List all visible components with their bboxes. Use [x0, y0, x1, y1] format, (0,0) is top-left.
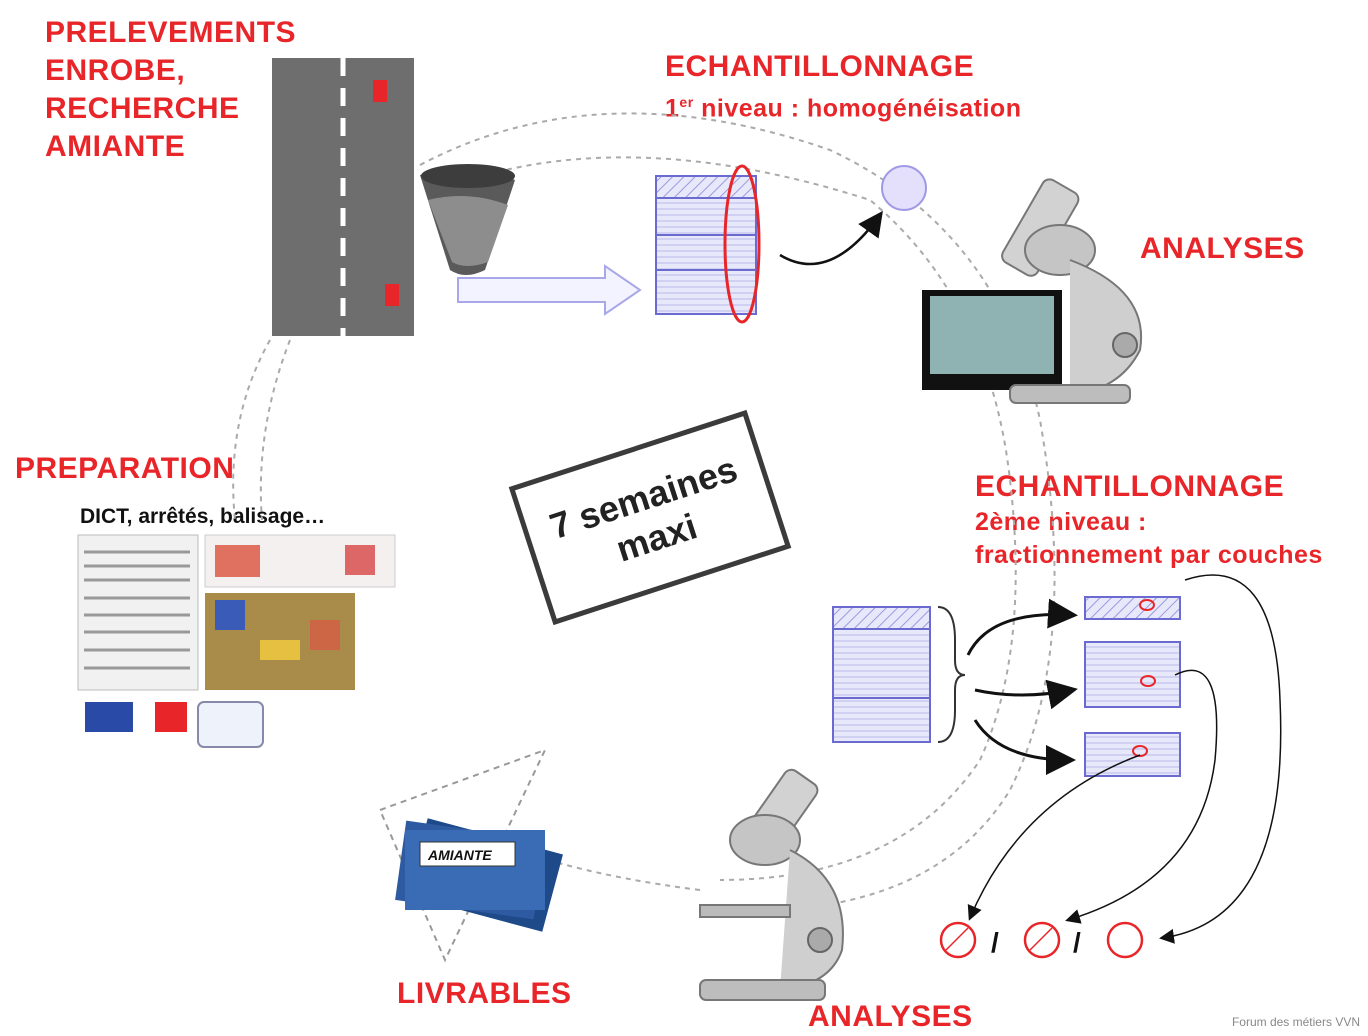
preparation-caption: DICT, arrêtés, balisage… — [80, 505, 326, 528]
fraction-top — [1084, 596, 1181, 620]
label-prelevements: PRELEVEMENTS ENROBE, RECHERCHE AMIANTE — [45, 16, 297, 163]
fraction-arrows — [966, 598, 1078, 775]
fraction-bottom — [1084, 732, 1181, 777]
hollow-arrow — [457, 264, 642, 316]
core-sample-image — [420, 164, 515, 275]
homogenized-sample — [881, 165, 927, 211]
sample-circle-hatching — [945, 927, 1053, 951]
microscope-top-image — [922, 178, 1143, 404]
core-sample-marker-bottom — [385, 284, 399, 306]
label-analyses-bottom: ANALYSES — [808, 1000, 973, 1033]
layer-fractions — [1084, 596, 1181, 777]
sample-circle-1 — [939, 921, 977, 959]
label-preparation: PREPARATION — [15, 452, 235, 485]
cycle-dashed-path — [232, 112, 1056, 912]
separator-2: / — [1073, 927, 1081, 958]
report-cover-label: AMIANTE — [427, 847, 492, 863]
core-sample-marker-top — [373, 80, 387, 102]
road-image — [272, 58, 414, 336]
sample-circles — [939, 921, 1144, 959]
label-livrables: LIVRABLES — [397, 977, 572, 1010]
fraction-middle — [1084, 641, 1181, 708]
sample-circle-3 — [1106, 921, 1144, 959]
layered-sample-2 — [832, 606, 966, 743]
arrow-to-homogenized — [779, 210, 883, 266]
analysis-arrows — [967, 574, 1282, 944]
preparation-documents — [77, 534, 396, 748]
layered-sample-1 — [655, 164, 761, 324]
sample-circle-2 — [1023, 921, 1061, 959]
label-echantillonnage-1: ECHANTILLONNAGE 1er niveau : homogénéisa… — [665, 48, 1021, 125]
reports-image: AMIANTE — [378, 748, 563, 963]
label-echantillonnage-2: ECHANTILLONNAGE 2ème niveau : fractionne… — [975, 470, 1323, 569]
label-analyses-top: ANALYSES — [1140, 232, 1305, 265]
separator-1: / — [991, 927, 999, 958]
microscope-bottom-image — [699, 768, 844, 1001]
credit-text: Forum des métiers VVN — [1231, 1015, 1360, 1029]
